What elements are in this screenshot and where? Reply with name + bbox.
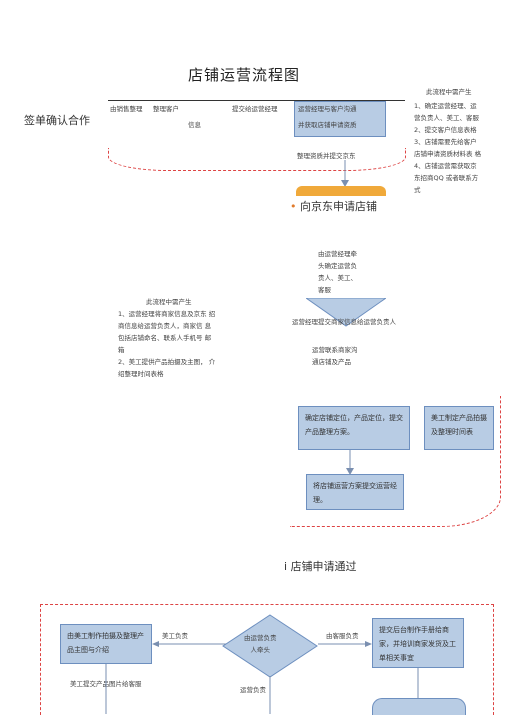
stage4-dashed-region [40, 604, 494, 715]
arrow-down-right [417, 668, 419, 698]
right-note-line: 3、店铺需要先给客户 [414, 138, 477, 146]
stage2-label: 向京东申请店铺 [300, 200, 377, 213]
stage4-bottom-box [372, 698, 466, 715]
contact-line: 通店铺及产品 [312, 358, 351, 366]
stage1-flow-box: 由销售整理 整理客户 信息 提交给运营经理 运营经理与客户沟通 并获取店铺申请资… [108, 100, 405, 137]
left-note-line: 1、运营经理将商家信息及京东 招 [118, 310, 216, 318]
diamond-line: 由运营经理牵 [318, 250, 357, 258]
stage2-below-diamond: 运营经理提交商家信息给运营负责人 [292, 318, 396, 326]
stage2-contact: 运营联系商家沟 通店铺及产品 [312, 344, 358, 368]
right-note-line: 式 [414, 186, 421, 194]
bullet-dot-icon: • [290, 200, 297, 213]
decision-triangle [306, 298, 386, 327]
arrow-right [318, 641, 372, 647]
stage1-label: 签单确认合作 [24, 114, 90, 127]
left-notes: 1、运营经理将商家信息及京东 招 商信息给运营负责人，商家信 息 包括店铺命名、… [118, 308, 215, 380]
stage4-heading: i 店铺申请通过 [284, 558, 357, 574]
stage4-label-prefix: i [284, 560, 291, 573]
stage4-diamond-text: 由运营负责 人牵头 [244, 632, 277, 656]
stage3-box-left: 确定店铺定位，产品定位，提交产品整理方案。 [298, 406, 410, 450]
stage4-box-right: 提交后台制作手册给商家，并培训商家发货及工单相关事宜 [372, 618, 464, 668]
stage1-col4b: 并获取店铺申请资质 [298, 121, 357, 129]
left-note-line: 绍整理时间表格 [118, 370, 164, 378]
left-note-line: 2、美工提供产品拍摄及主图， 介 [118, 358, 216, 366]
stage2-heading: • 向京东申请店铺 [290, 198, 377, 214]
stage1-col4a: 运营经理与客户沟通 [298, 105, 357, 113]
right-note-line: 营负责人、美工、客服 [414, 114, 479, 122]
arrow-to-orange [341, 160, 349, 187]
diamond-line: 人牵头 [250, 646, 271, 654]
arrow-down-left [105, 664, 107, 714]
stage4-right-arrow-label: 由客服负责 [326, 632, 359, 640]
stage2-diamond-text: 由运营经理牵 头确定运营负 责人、美工、 客服 [318, 248, 357, 296]
arrow-left [152, 641, 232, 647]
right-notes-title: 此流程中需产生 [426, 88, 472, 96]
stage1-highlight-box [294, 101, 386, 137]
orange-tab [296, 186, 386, 196]
left-note-line: 包括店铺命名、联系人手机号 邮 [118, 334, 212, 342]
stage1-col1: 由销售整理 [110, 105, 143, 113]
page-title: 店铺运营流程图 [188, 66, 301, 84]
arrow-down-center [269, 676, 271, 714]
arrow-stage3-down [346, 450, 354, 475]
left-notes-title: 此流程中需产生 [146, 298, 192, 306]
stage4-label: 店铺申请通过 [290, 560, 357, 573]
left-note-line: 箱 [118, 346, 125, 354]
stage3-box-bottom: 将店铺运营方案提交运营经理。 [306, 474, 404, 510]
right-note-line: 4、店铺运营需获取京 [414, 162, 477, 170]
stage3-box-right: 美工制定产品拍摄及整理时间表 [424, 406, 494, 450]
left-note-line: 商信息给运营负责人，商家信 息 [118, 322, 212, 330]
right-note-line: 2、提交客户信息表格 [414, 126, 477, 134]
diamond-line: 责人、美工、 [318, 274, 357, 282]
right-note-line: 1、确定运营经理、运 [414, 102, 477, 110]
right-note-line: 东招商QQ 或者联系方 [414, 174, 479, 182]
stage1-dashed-region [108, 148, 406, 171]
right-notes: 1、确定运营经理、运 营负责人、美工、客服 2、提交客户信息表格 3、店铺需要先… [414, 100, 481, 196]
stage3-dashed-region [290, 396, 501, 527]
right-note-line: 店铺申请资质材料表 格 [414, 150, 482, 158]
diamond-line: 客服 [318, 286, 331, 294]
stage1-below-text: 整理资质并提交京东 [297, 152, 356, 160]
diamond-line: 由运营负责 [244, 634, 277, 642]
stage1-col3: 提交给运营经理 [232, 105, 278, 113]
stage1-col2b: 信息 [188, 121, 201, 129]
stage1-col2a: 整理客户 [153, 105, 179, 113]
contact-line: 运营联系商家沟 [312, 346, 358, 354]
diamond-line: 头确定运营负 [318, 262, 357, 270]
stage4-left-arrow-label: 美工负责 [162, 632, 188, 640]
stage4-below-center: 运营负责 [240, 686, 266, 694]
stage4-box-left: 由美工制作拍摄及整理产品主图与介绍 [60, 624, 152, 664]
